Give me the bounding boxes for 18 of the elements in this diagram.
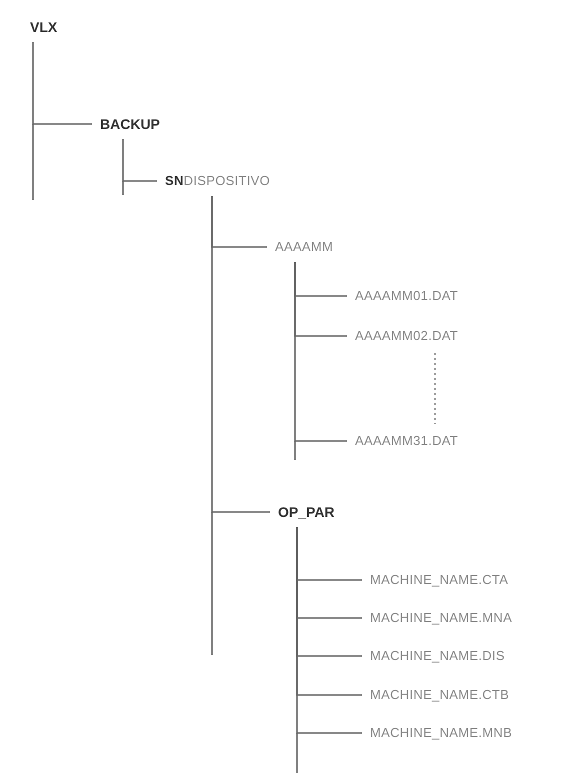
tree-line (296, 527, 362, 734)
tree-line (211, 196, 270, 513)
file-name: MACHINE_NAME.CTA (368, 571, 510, 589)
file-name: MACHINE_NAME.MNA (368, 609, 514, 627)
file-name: SNDISPOSITIVO (163, 172, 272, 190)
file-name: AAAAMM (273, 238, 336, 256)
file-name: MACHINE_NAME.MNB (368, 724, 514, 742)
file-name: AAAAMM02.DAT (353, 327, 460, 345)
tree-line (122, 139, 157, 182)
file-name: AAAAMM01.DAT (353, 287, 460, 305)
tree-line (294, 262, 347, 442)
folder-name: OP_PAR (276, 503, 337, 521)
folder-name: VLX (28, 18, 60, 36)
tree-line (32, 42, 92, 125)
file-name: MACHINE_NAME.DIS (368, 647, 507, 665)
file-name: MACHINE_NAME.CTB (368, 686, 512, 704)
folder-name: BACKUP (98, 115, 162, 133)
file-name: AAAAMM31.DAT (353, 432, 460, 450)
